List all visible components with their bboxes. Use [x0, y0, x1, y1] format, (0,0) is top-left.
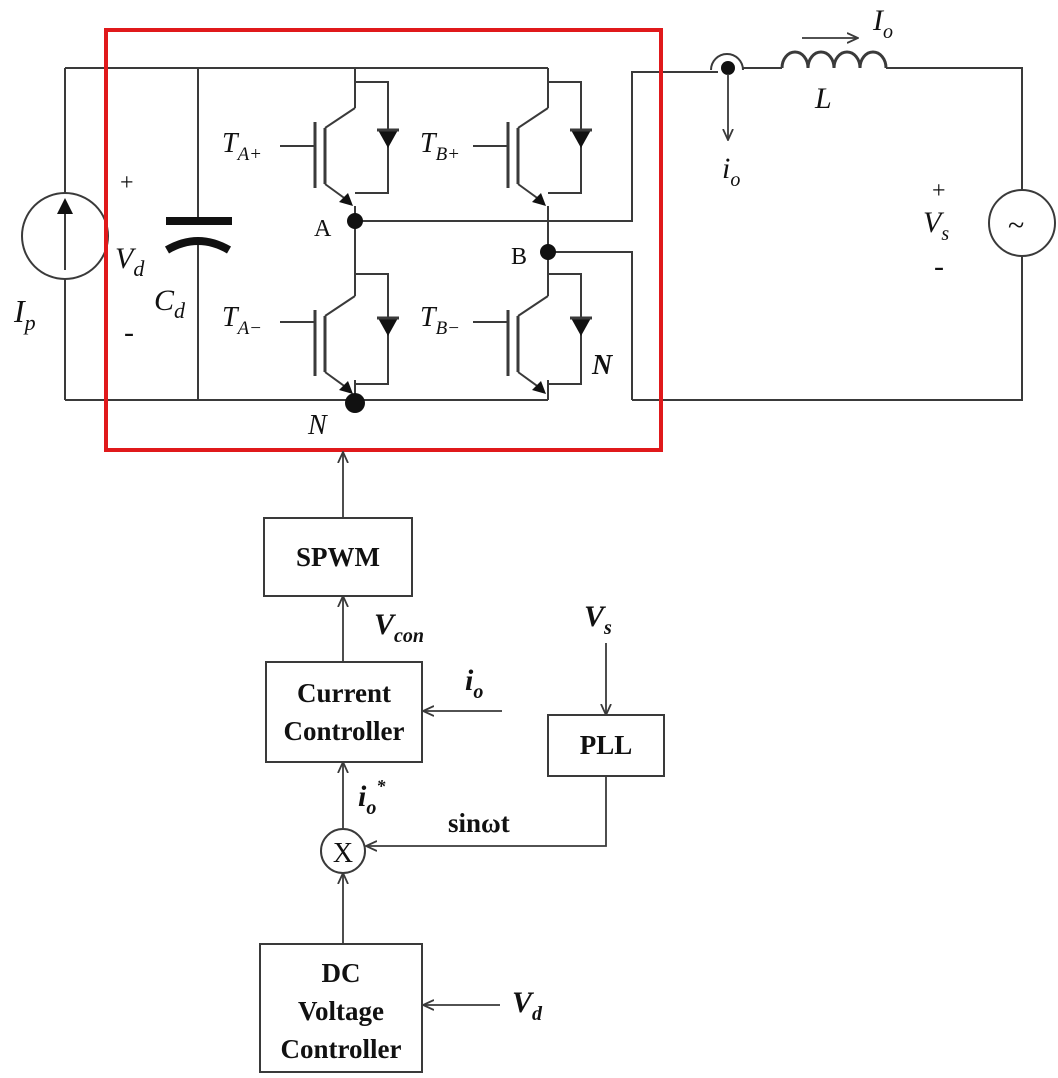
node-a-label: A: [314, 216, 332, 242]
tb-plus-label: TB+: [420, 128, 460, 165]
current-controller-line2: Controller: [284, 716, 405, 746]
multiplier-label: X: [333, 838, 353, 869]
vs-input-label: Vs: [584, 600, 612, 639]
vcon-label: Vcon: [374, 608, 424, 647]
pll-block: [547, 714, 665, 777]
ip-label: Ip: [13, 293, 36, 335]
io-upper-label: Io: [872, 4, 893, 43]
sine-wave-icon: ~: [1008, 209, 1024, 242]
current-sensor: [710, 53, 744, 140]
current-controller-line1: Current: [297, 678, 391, 708]
tb-minus-label: TB−: [420, 302, 460, 339]
vd-plus: +: [120, 170, 134, 196]
switch-t-b-plus: [473, 81, 592, 221]
current-source: [21, 192, 109, 280]
vs-label: Vs: [923, 206, 949, 245]
io-sensed-label: io: [722, 152, 740, 191]
sin-ref-label: sinωt: [448, 808, 510, 838]
ta-minus-label: TA−: [222, 302, 262, 339]
control-wiring: [343, 452, 606, 1005]
dc-voltage-controller-line1: DC: [322, 958, 361, 988]
io-reference-label: io*: [358, 776, 386, 819]
vd-label: Vd: [115, 242, 145, 281]
dc-link-capacitor: [164, 217, 232, 254]
ta-plus-label: TA+: [222, 128, 262, 165]
dc-voltage-controller-block: [259, 943, 423, 1073]
converter-outline: [104, 28, 663, 452]
grid-source: [988, 189, 1056, 257]
current-controller-block: [265, 661, 423, 763]
multiplier-block: [320, 828, 366, 874]
vs-plus: +: [932, 178, 946, 204]
io-feedback-label: io: [465, 664, 483, 703]
vd-input-label: Vd: [512, 986, 543, 1025]
spwm-block: [263, 517, 413, 597]
switch-t-b-minus: [473, 221, 592, 400]
spwm-label: SPWM: [296, 542, 380, 572]
switch-t-a-plus: [280, 81, 399, 221]
switch-t-a-minus: [280, 221, 399, 400]
dc-voltage-controller-line3: Controller: [281, 1034, 402, 1064]
node-n-bottom-label: N: [307, 410, 328, 441]
node-a-dot: [347, 213, 363, 229]
dc-voltage-controller-line2: Voltage: [298, 996, 384, 1026]
node-b-dot: [540, 244, 556, 260]
inductor: [780, 38, 888, 69]
power-wiring: [64, 67, 1023, 401]
node-n-dot: [345, 393, 365, 413]
cd-label: Cd: [154, 284, 186, 323]
pll-label: PLL: [580, 730, 633, 760]
vd-minus: -: [124, 316, 134, 349]
node-n-right-label: N: [591, 350, 614, 381]
l-label: L: [814, 82, 832, 115]
vs-minus: -: [934, 250, 944, 283]
node-b-label: B: [511, 244, 527, 270]
